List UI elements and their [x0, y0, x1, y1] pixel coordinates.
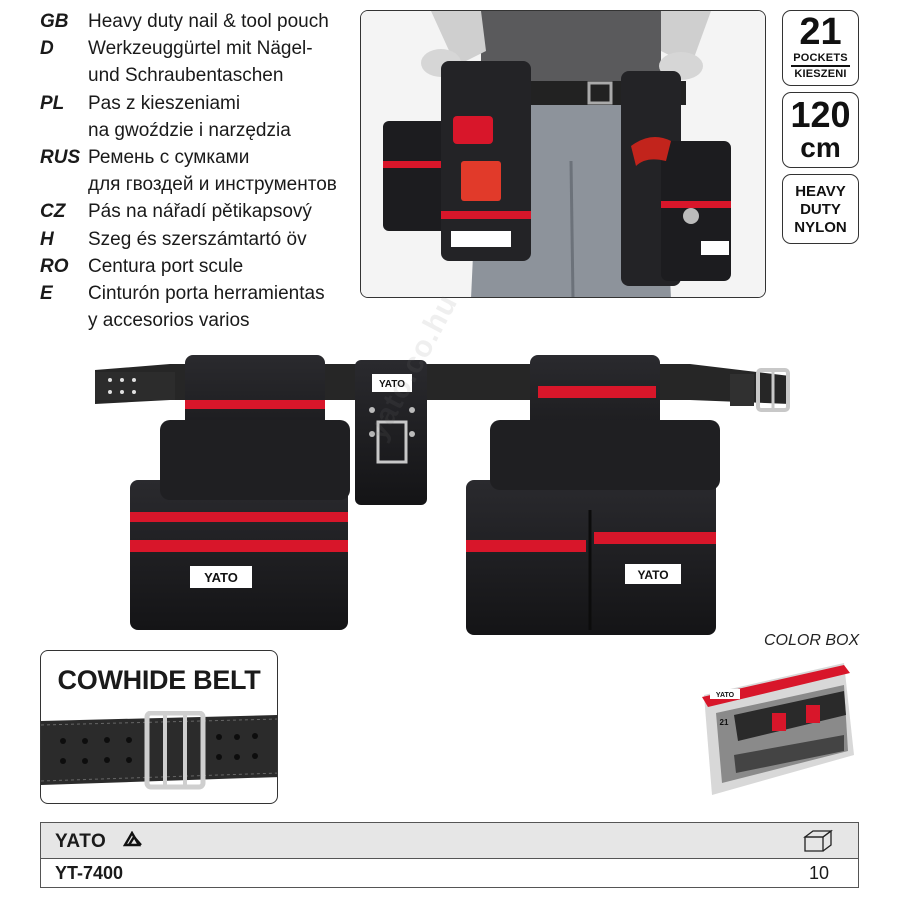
language-row: RUS Ремень с сумками для гвоздей и инстру…	[40, 144, 360, 198]
language-row: E Cinturón porta herramientas y accesorio…	[40, 280, 360, 334]
language-row: CZ Pás na nářadí pětikapsový	[40, 198, 360, 225]
material-line-3: NYLON	[794, 219, 847, 236]
language-description: Ремень с сумками для гвоздей и инструмен…	[88, 147, 337, 196]
cowhide-title: COWHIDE BELT	[57, 665, 261, 695]
language-code: D	[40, 38, 54, 60]
footer-brand: YATO	[55, 831, 107, 852]
length-badge: 120 cm	[782, 92, 859, 168]
pockets-label: POCKETS	[793, 52, 848, 64]
center-holder-logo: YATO	[379, 379, 405, 390]
language-code: RO	[40, 255, 69, 277]
color-box-label: COLOR BOX	[764, 632, 860, 649]
right-pouch-logo: YATO	[637, 568, 668, 582]
yato-logo-icon	[123, 831, 142, 847]
language-code: CZ	[40, 201, 66, 223]
badge-divider	[791, 65, 850, 67]
color-box-pockets: 21	[720, 718, 729, 727]
pockets-number: 21	[799, 11, 842, 53]
footer-header-row: YATO	[41, 823, 858, 859]
product-image: YATO YATO YATO	[90, 340, 810, 640]
package-quantity: 10	[809, 863, 830, 883]
language-row: H Szeg és szerszámtartó öv	[40, 226, 360, 253]
language-description: Werkzeuggürtel mit Nägel- und Schraubent…	[88, 38, 313, 87]
language-code: GB	[40, 11, 69, 32]
language-code: H	[40, 228, 54, 250]
language-row: RO Centura port scule	[40, 253, 360, 280]
language-description: Pás na nářadí pětikapsový	[88, 201, 312, 223]
pockets-label-pl: KIESZENI	[794, 67, 847, 80]
language-description: Heavy duty nail & tool pouch	[88, 11, 329, 32]
language-code: E	[40, 283, 53, 305]
material-line-1: HEAVY	[795, 183, 846, 200]
language-description: Szeg és szerszámtartó öv	[88, 228, 307, 250]
language-code: RUS	[40, 147, 81, 169]
color-box-image: YATO 21	[694, 655, 860, 800]
language-row: PL Pas z kieszeniami na gwoździe i narzęd…	[40, 90, 360, 144]
language-code: PL	[40, 92, 65, 114]
cowhide-belt-box: COWHIDE BELT	[40, 650, 278, 804]
product-code: YT-7400	[55, 863, 124, 883]
language-description: Pas z kieszeniami na gwoździe i narzędzi…	[88, 92, 291, 141]
language-description: Cinturón porta herramientas y accesorios…	[88, 283, 325, 332]
material-line-2: DUTY	[800, 201, 841, 218]
language-description: Centura port scule	[88, 255, 244, 277]
length-unit: cm	[800, 132, 841, 163]
model-photo	[360, 10, 766, 298]
color-box-logo: YATO	[716, 692, 735, 699]
language-row: D Werkzeuggürtel mit Nägel- und Schrauben…	[40, 35, 360, 89]
language-row: GB Heavy duty nail & tool pouch	[40, 8, 360, 35]
package-box-icon	[803, 829, 833, 852]
left-pouch-logo: YATO	[204, 570, 238, 585]
product-footer-table: YATO YT-7400 10	[40, 822, 859, 888]
length-number: 120	[790, 94, 851, 135]
pockets-badge: 21 POCKETS KIESZENI	[782, 10, 859, 86]
cowhide-belt-image	[41, 711, 277, 790]
material-badge: HEAVY DUTY NYLON	[782, 174, 859, 244]
